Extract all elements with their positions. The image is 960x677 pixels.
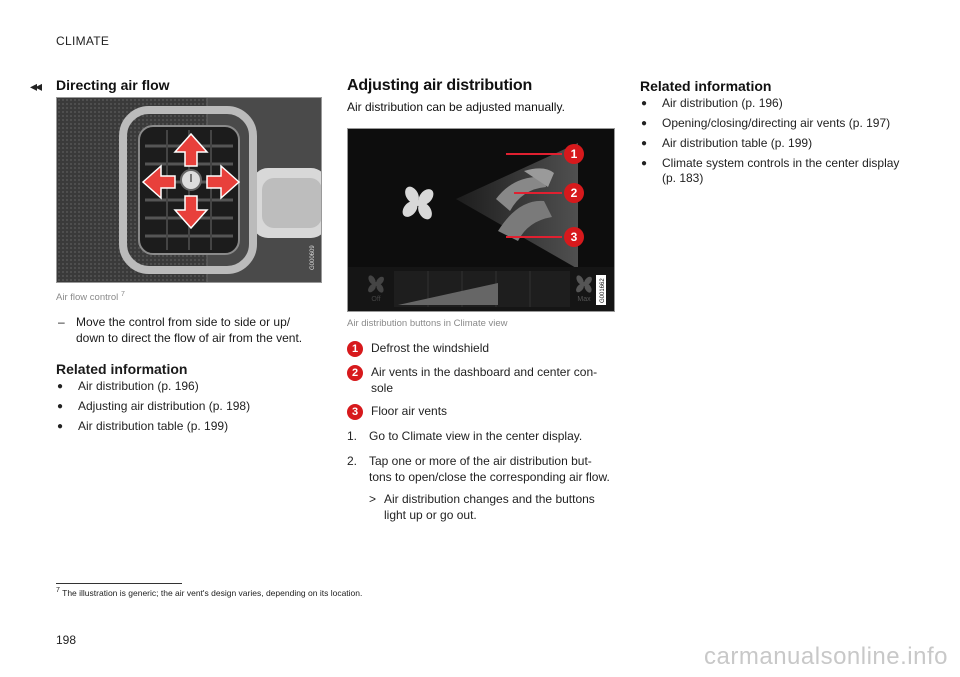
air-vent-svg: G000609 bbox=[57, 98, 321, 282]
related-information-title: Related information bbox=[56, 361, 188, 378]
bullet-icon: ● bbox=[641, 158, 648, 169]
bullet-icon: ● bbox=[641, 118, 648, 129]
svg-text:3: 3 bbox=[571, 230, 578, 244]
bullet-icon: ● bbox=[57, 401, 64, 413]
page-number: 198 bbox=[56, 633, 77, 647]
svg-text:1: 1 bbox=[571, 147, 578, 161]
column-directing-air-flow: Directing air flow bbox=[56, 76, 322, 439]
fan-off-label: Off bbox=[371, 296, 380, 303]
footnote-divider bbox=[56, 583, 182, 584]
fan-off-icon[interactable] bbox=[366, 274, 385, 294]
watermark: carmanualsonline.info bbox=[704, 643, 948, 670]
bullet-icon: ● bbox=[641, 138, 648, 149]
step-result: >Air distribution changes and the button… bbox=[369, 492, 595, 522]
fan-max-label: Max bbox=[577, 296, 591, 303]
section-title-directing-air-flow: Directing air flow bbox=[56, 77, 170, 93]
svg-text:2: 2 bbox=[571, 186, 578, 200]
column-adjusting-air-distribution: Adjusting air distribution Air distribut… bbox=[347, 76, 615, 523]
related-link[interactable]: ●Climate system controls in the center d… bbox=[641, 156, 900, 185]
instruction-text: Move the control from side to side or up… bbox=[76, 315, 303, 346]
bullet-icon: ● bbox=[641, 98, 648, 109]
figure-code: G001662 bbox=[600, 278, 606, 303]
related-information-title: Related information bbox=[640, 78, 772, 94]
callout-number-badge: 3 bbox=[347, 404, 363, 420]
section-header: CLIMATE bbox=[56, 34, 110, 48]
related-link[interactable]: ●Air distribution (p. 196) bbox=[57, 379, 199, 394]
fan-speed-bar[interactable] bbox=[398, 283, 498, 305]
section-lead: Air distribution can be adjusted manuall… bbox=[347, 100, 565, 114]
step-item: 2.Tap one or more of the air distributio… bbox=[347, 454, 610, 484]
footnote: 7 The illustration is generic; the air v… bbox=[56, 587, 363, 598]
air-vent-illustration: G000609 bbox=[56, 97, 322, 283]
related-link[interactable]: ●Opening/closing/directing air vents (p.… bbox=[641, 116, 891, 130]
back-nav-icon[interactable]: ◂◂ bbox=[30, 78, 42, 94]
fan-icon bbox=[402, 186, 434, 220]
fan-max-icon[interactable] bbox=[574, 274, 593, 294]
step-item: 1.Go to Climate view in the center displ… bbox=[347, 429, 583, 443]
callout-markers: 1 2 3 bbox=[564, 144, 584, 247]
footnote-reference[interactable]: 7 bbox=[120, 291, 125, 298]
related-link[interactable]: ●Air distribution (p. 196) bbox=[641, 96, 783, 110]
related-link[interactable]: ●Adjusting air distribution (p. 198) bbox=[57, 399, 251, 414]
step-list: 1.Go to Climate view in the center displ… bbox=[347, 428, 615, 523]
callout-number-badge: 1 bbox=[347, 341, 363, 357]
column-related-information: Related information ●Air distribution (p… bbox=[640, 76, 908, 191]
related-links-list: ●Air distribution (p. 196) ●Opening/clos… bbox=[640, 96, 908, 186]
climate-view-svg: 1 2 3 bbox=[348, 129, 614, 311]
callout-number-badge: 2 bbox=[347, 365, 363, 381]
caption-text: Air flow control bbox=[56, 292, 119, 304]
instruction-item: – Move the control from side to side or … bbox=[56, 314, 322, 346]
bullet-icon: ● bbox=[57, 381, 64, 393]
figure-code: G000609 bbox=[310, 245, 316, 270]
figure-caption: Air distribution buttons in Climate view bbox=[347, 318, 508, 329]
figure-caption: Air flow control 7 bbox=[56, 289, 322, 304]
dash-mark: – bbox=[58, 315, 65, 330]
section-title-adjusting-air-distribution: Adjusting air distribution bbox=[347, 77, 533, 94]
climate-view-illustration: 1 2 3 bbox=[347, 128, 615, 312]
bullet-icon: ● bbox=[57, 421, 64, 433]
related-link[interactable]: ●Air distribution table (p. 199) bbox=[57, 419, 229, 434]
related-link[interactable]: ●Air distribution table (p. 199) bbox=[641, 136, 813, 150]
related-links-list: ●Air distribution (p. 196) ●Adjusting ai… bbox=[56, 379, 322, 434]
